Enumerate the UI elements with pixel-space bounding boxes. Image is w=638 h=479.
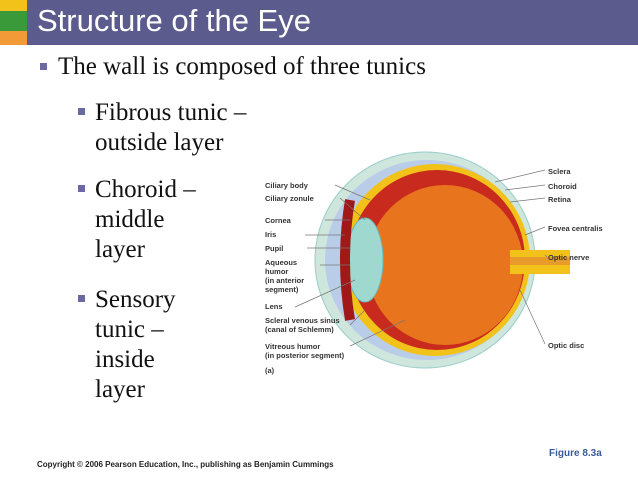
bullet-icon [78,185,85,192]
label-optic-disc: Optic disc [548,341,585,350]
title-bar: Structure of the Eye [27,0,638,45]
bullet-icon [40,63,47,70]
eye-diagram [294,151,570,369]
slide-title: Structure of the Eye [37,3,311,38]
sub-bullet-fibrous: Fibrous tunic –outside layer [95,99,247,156]
label-iris: Iris [265,230,277,239]
label-scleral-venous-sinus: Scleral venous sinus(canal of Schlemm) [265,316,340,334]
accent-orange [0,31,27,45]
copyright: Copyright © 2006 Pearson Education, Inc.… [37,460,334,469]
bullet-icon [78,108,85,115]
label-retina: Retina [548,195,571,204]
bullet-icon [78,295,85,302]
accent-yellow [0,0,27,11]
figure-label: Figure 8.3a [549,448,602,459]
label-ciliary-zonule: Ciliary zonule [265,194,314,203]
label-ciliary-body: Ciliary body [265,181,308,190]
label-optic-nerve: Optic nerve [548,253,590,262]
label-a: (a) [265,366,275,375]
label-sclera: Sclera [548,167,571,176]
accent-green [0,11,27,31]
label-pupil: Pupil [265,244,284,253]
main-bullet: The wall is composed of three tunics [58,53,426,80]
label-vitreous-humor: Vitreous humor(in posterior segment) [265,342,345,360]
label-fovea-centralis: Fovea centralis [548,224,603,233]
label-lens: Lens [265,302,283,311]
label-choroid: Choroid [548,182,577,191]
label-cornea: Cornea [265,216,291,225]
